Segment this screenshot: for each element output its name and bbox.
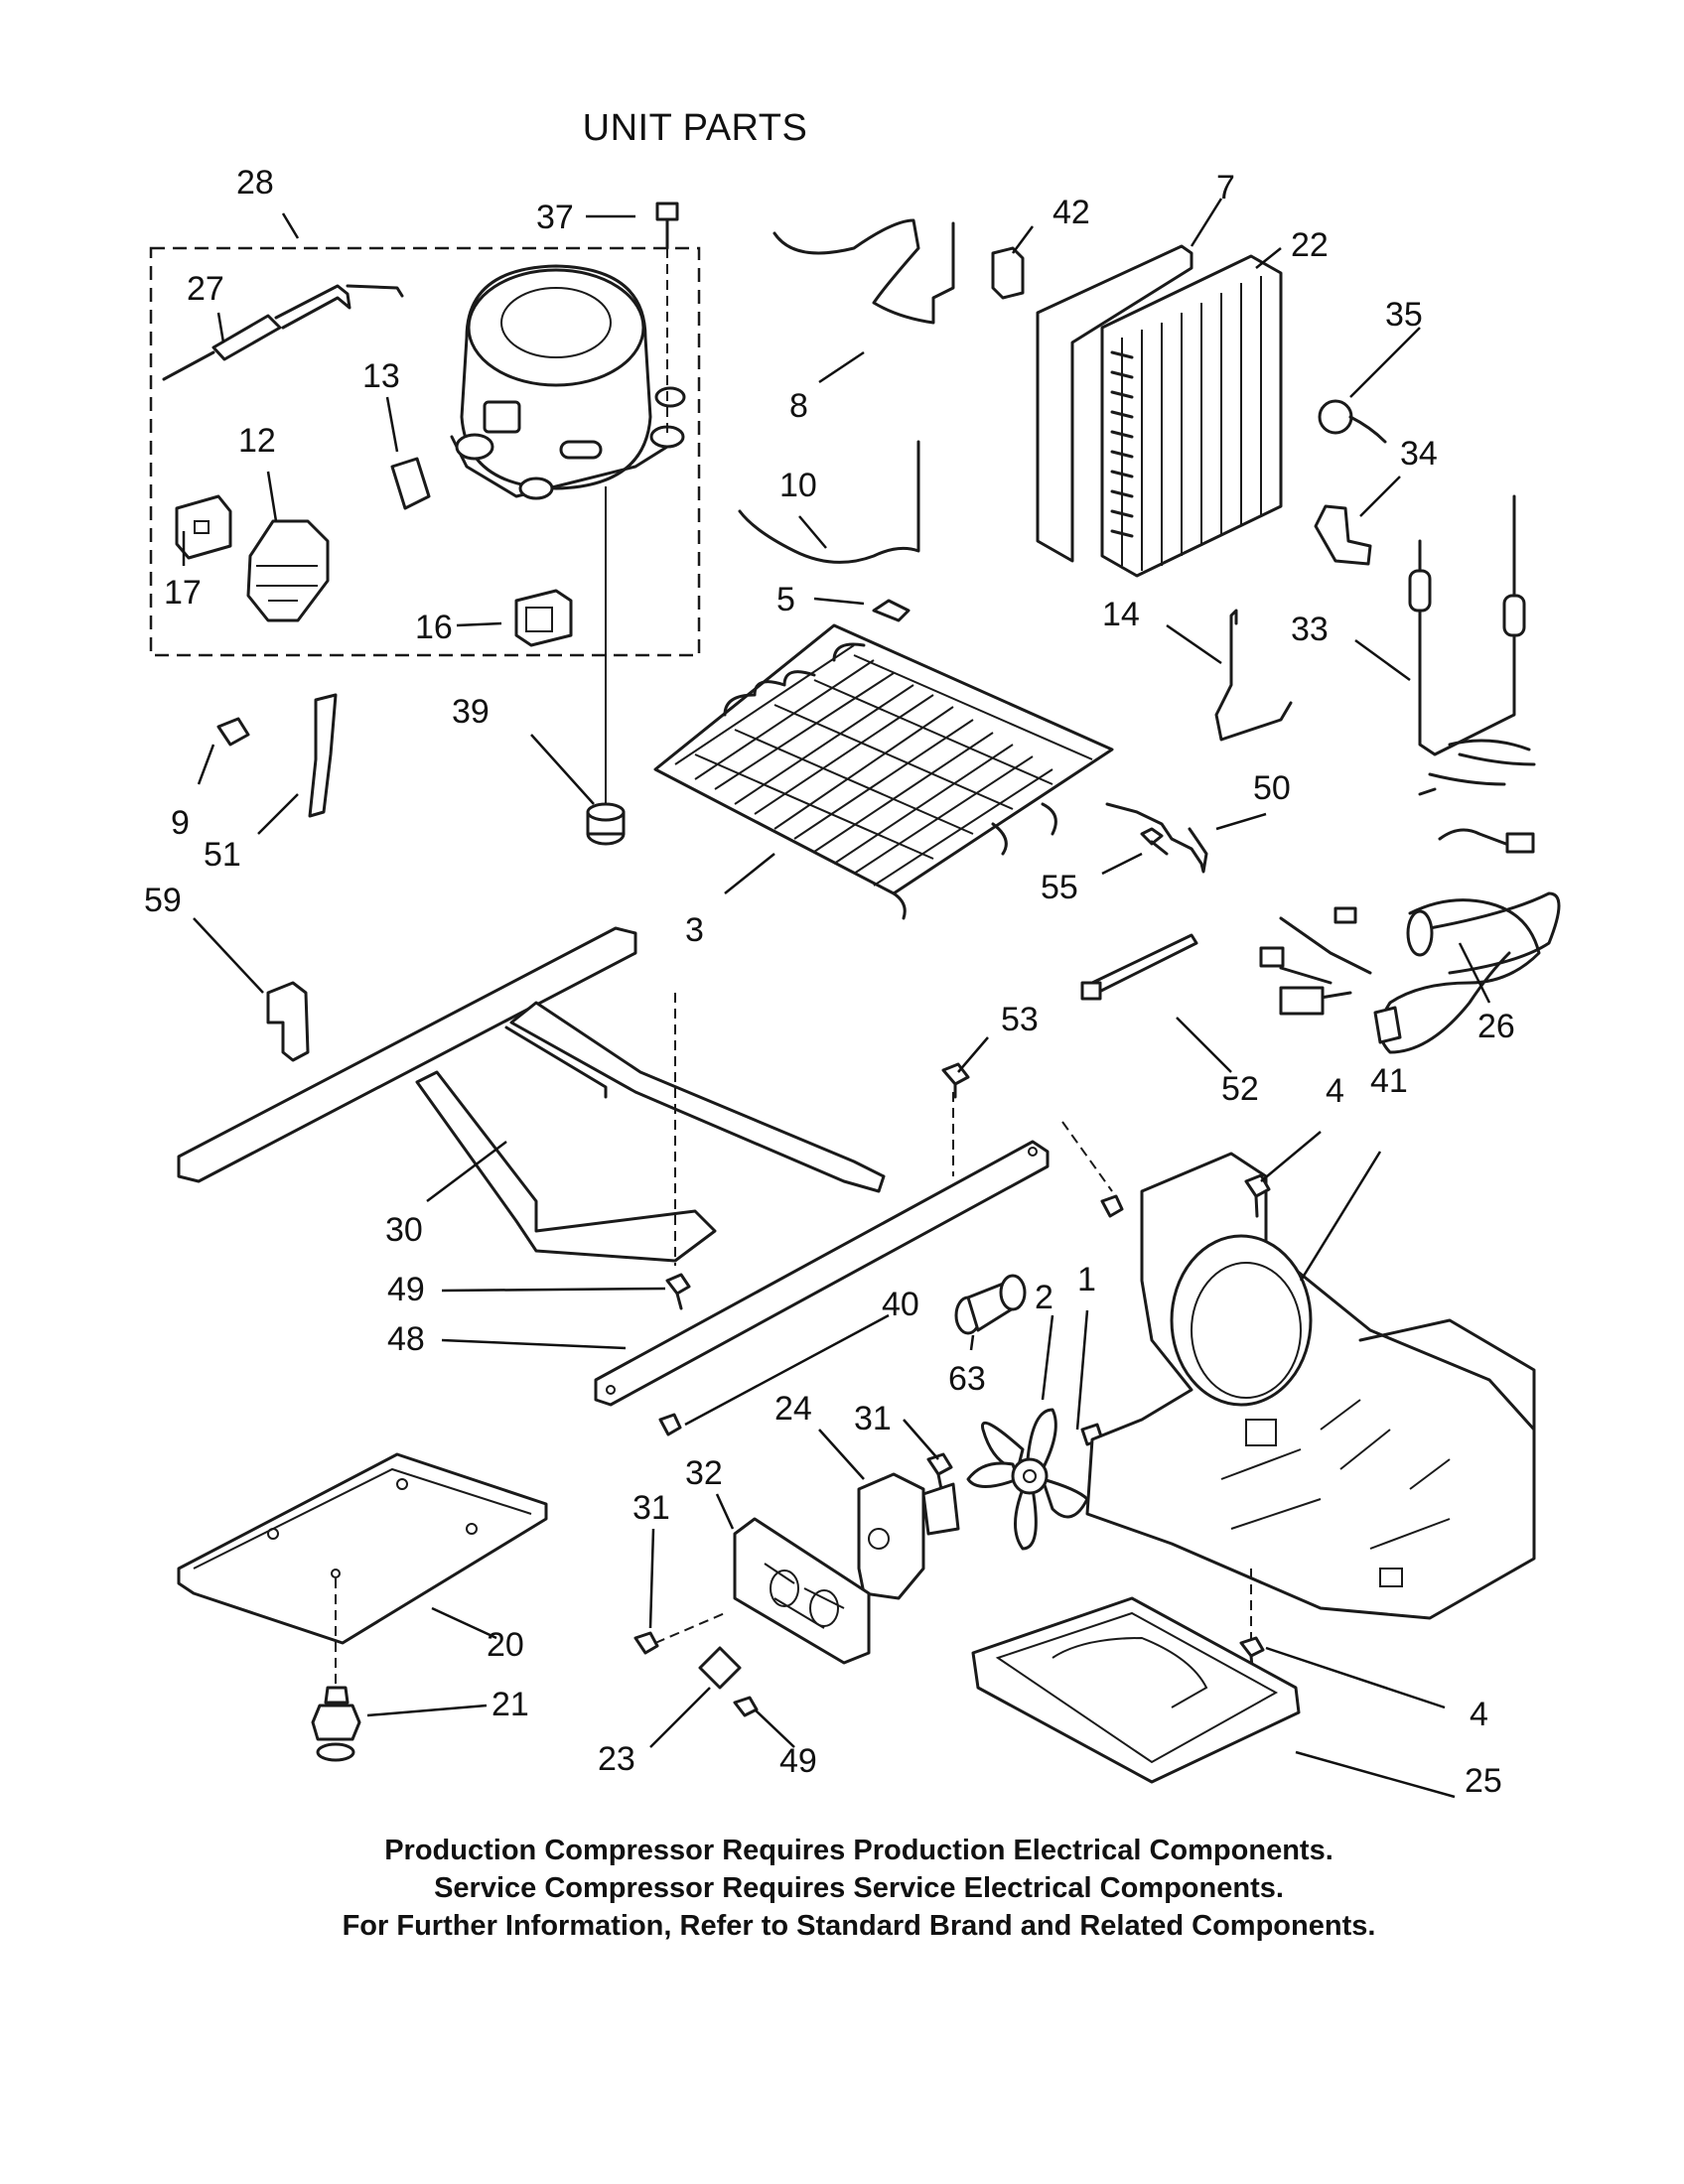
callout-39: 39 — [452, 693, 490, 731]
note-line-2: Service Compressor Requires Service Elec… — [434, 1872, 1284, 1904]
callout-21: 21 — [491, 1686, 529, 1723]
callout-14: 14 — [1102, 596, 1140, 633]
spacer-63 — [954, 1274, 1027, 1335]
clip-42 — [991, 246, 1025, 300]
callout-10: 10 — [779, 467, 817, 504]
callout-35: 35 — [1385, 296, 1423, 334]
callout-16: 16 — [415, 609, 453, 646]
callout-2: 2 — [1035, 1279, 1053, 1316]
screw-55 — [1140, 827, 1169, 856]
fan-shroud-41 — [1085, 1152, 1536, 1620]
callout-42: 42 — [1052, 194, 1090, 231]
plug-9 — [216, 717, 250, 747]
frame-30 — [177, 926, 886, 1263]
compressor-group-outline — [149, 246, 701, 657]
sensor-35 — [1318, 399, 1387, 444]
leader-lines — [182, 198, 1491, 1799]
cable-tie-52 — [1080, 933, 1198, 1001]
callout-13: 13 — [362, 357, 400, 395]
callout-37: 37 — [536, 199, 574, 236]
callout-49-bottom: 49 — [779, 1742, 817, 1780]
callout-31-motor: 31 — [854, 1400, 892, 1437]
screw-31-left — [633, 1631, 659, 1655]
drain-pan-25 — [971, 1596, 1301, 1784]
clip-5 — [872, 599, 911, 622]
note-line-3: For Further Information, Refer to Standa… — [342, 1910, 1376, 1942]
callout-7: 7 — [1216, 169, 1235, 206]
callout-27: 27 — [187, 270, 224, 308]
screw-49-rail — [665, 1273, 691, 1310]
condenser-22 — [1036, 244, 1283, 578]
heater-33 — [1408, 494, 1526, 756]
callout-25: 25 — [1465, 1762, 1502, 1800]
callout-8: 8 — [789, 387, 808, 425]
callout-31-left: 31 — [632, 1489, 670, 1527]
plate-23 — [698, 1646, 742, 1690]
callout-1: 1 — [1077, 1261, 1096, 1298]
screw-40 — [658, 1194, 1124, 1436]
callout-labels: 28 37 27 13 12 17 16 8 42 7 22 35 34 10 … — [144, 164, 1515, 1800]
start-device-12 — [246, 519, 330, 622]
callout-59: 59 — [144, 882, 182, 919]
tube-8 — [772, 218, 955, 325]
callout-28: 28 — [236, 164, 274, 202]
crossbar-48 — [594, 1140, 1050, 1407]
wire-14 — [1214, 609, 1293, 742]
callout-4-bottom: 4 — [1470, 1696, 1488, 1733]
screw-53 — [941, 1062, 970, 1099]
fan-blade-2 — [966, 1408, 1089, 1551]
capacitor-16 — [514, 589, 573, 647]
callout-33: 33 — [1291, 611, 1329, 648]
compressor — [450, 264, 686, 500]
callout-55: 55 — [1041, 869, 1078, 906]
callout-17: 17 — [164, 574, 202, 612]
callout-30: 30 — [385, 1211, 423, 1249]
callout-48: 48 — [387, 1320, 425, 1358]
tube-51 — [308, 693, 338, 818]
wire-harness-26 — [1259, 739, 1561, 1054]
screw-49-bottom — [733, 1696, 759, 1717]
relay-17 — [175, 494, 232, 560]
callout-20: 20 — [487, 1626, 524, 1664]
motor-bracket-32 — [733, 1517, 871, 1665]
grommet-39 — [586, 802, 626, 846]
callout-3: 3 — [685, 911, 704, 949]
callout-5: 5 — [776, 581, 795, 618]
bracket-59 — [266, 981, 310, 1062]
callout-24: 24 — [774, 1390, 812, 1428]
callout-26: 26 — [1477, 1008, 1515, 1045]
callout-32: 32 — [685, 1454, 723, 1492]
callout-12: 12 — [238, 422, 276, 460]
fastener-21 — [311, 1686, 361, 1762]
fan-motor-24 — [857, 1472, 960, 1600]
cover-panel-20 — [177, 1452, 548, 1688]
callout-49-rail: 49 — [387, 1271, 425, 1308]
callout-4-top: 4 — [1326, 1072, 1344, 1110]
callout-41: 41 — [1370, 1062, 1408, 1100]
callout-40: 40 — [882, 1286, 919, 1323]
callout-51: 51 — [204, 836, 241, 874]
clip-13 — [390, 457, 431, 510]
callout-9: 9 — [171, 804, 190, 842]
page-title: UNIT PARTS — [582, 107, 808, 149]
overload-27 — [162, 284, 404, 381]
callout-22: 22 — [1291, 226, 1329, 264]
callout-53: 53 — [1001, 1001, 1039, 1038]
screw-31-motor — [926, 1452, 953, 1491]
note-line-1: Production Compressor Requires Productio… — [384, 1835, 1333, 1866]
callout-52: 52 — [1221, 1070, 1259, 1108]
callout-63: 63 — [948, 1360, 986, 1398]
callout-23: 23 — [598, 1740, 635, 1778]
screw-37 — [655, 202, 679, 250]
bracket-50 — [1105, 802, 1208, 874]
callout-34: 34 — [1400, 435, 1438, 473]
evaporator-3 — [653, 623, 1114, 920]
clip-34 — [1314, 504, 1372, 566]
callout-50: 50 — [1253, 769, 1291, 807]
tube-10 — [738, 440, 920, 564]
